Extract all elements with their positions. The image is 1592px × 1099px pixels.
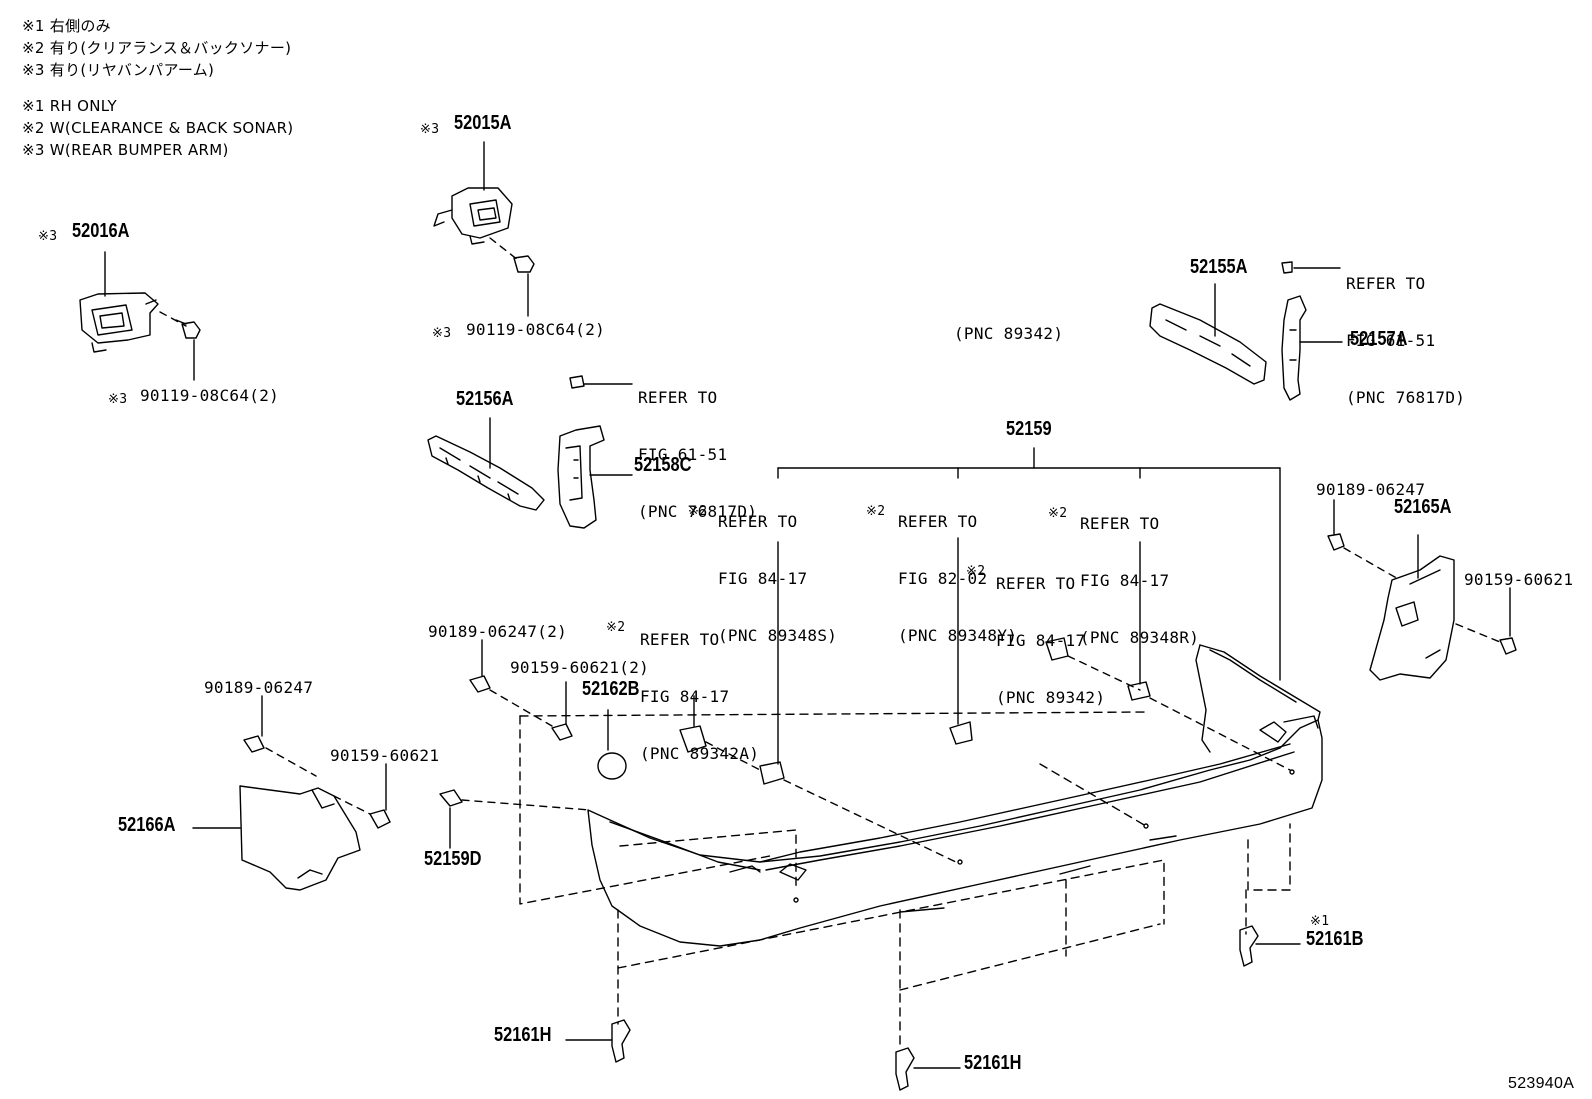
side-cover-right-part [1369,555,1455,681]
bolt-right-arm [513,255,535,273]
ref-line: (PNC 76817D) [638,502,758,521]
mark-3-52015A: ※3 [420,122,440,137]
part-90119-08C64-right[interactable]: 90119-08C64(2) [466,320,606,339]
part-52161H-left[interactable]: 52161H [494,1024,552,1046]
side-cover-left-part [239,785,361,891]
ref-sensor-89348S[interactable]: REFER TO FIG 84-17 (PNC 89348S) [718,474,837,664]
rear-bumper-cover [587,644,1323,947]
ref-line: (PNC 89348S) [718,626,838,645]
part-52016A[interactable]: 52016A [72,220,130,242]
ref-line: FIG 82-02 [898,569,988,588]
note-jp-3: ※3 有り(リヤバンパアーム) [22,61,215,79]
mark-3-bolt-right: ※3 [432,326,452,341]
ref-line: REFER TO [1346,274,1426,293]
part-90189-06247-left[interactable]: 90189-06247 [204,678,314,697]
ref-line: FIG 61-51 [638,445,728,464]
part-90189-06247-2[interactable]: 90189-06247(2) [428,622,568,641]
ref-line: (PNC 89348R) [1080,628,1200,647]
part-90119-08C64-left[interactable]: 90119-08C64(2) [140,386,280,405]
part-52156A[interactable]: 52156A [456,388,514,410]
note-en-3: ※3 W(REAR BUMPER ARM) [22,141,229,159]
part-90159-60621-right[interactable]: 90159-60621 [1464,570,1574,589]
part-52015A[interactable]: 52015A [454,112,512,134]
ref-line: FIG 84-17 [996,631,1086,650]
pnc-floating-label: (PNC 89342) [954,324,1064,343]
figure-id: 523940A [1508,1075,1575,1092]
part-52155A[interactable]: 52155A [1190,256,1248,278]
mark-3-bolt-left: ※3 [108,392,128,407]
side-retainer-right-part [1149,303,1267,385]
part-52161H-bottom[interactable]: 52161H [964,1052,1022,1074]
part-52158C[interactable]: 52158C [634,454,692,476]
ref-line: FIG 84-17 [640,687,730,706]
note-jp-1: ※1 右側のみ [22,17,111,35]
bumper-arm-right-part [433,187,513,245]
ref-line: FIG 84-17 [718,569,808,588]
part-52165A[interactable]: 52165A [1394,496,1452,518]
part-52162B[interactable]: 52162B [582,678,640,700]
ref-line: REFER TO [1080,514,1160,533]
mark-2-r5: ※2 [1048,506,1068,521]
part-90189-06247-right[interactable]: 90189-06247 [1316,480,1426,499]
ref-line: REFER TO [638,388,718,407]
ref-sensor-89342[interactable]: REFER TO FIG 84-17 (PNC 89342) [996,536,1105,726]
ref-line: REFER TO [898,512,978,531]
ref-line: REFER TO [718,512,798,531]
mark-2-r6: ※2 [966,564,986,579]
part-52161B[interactable]: 52161B [1306,928,1364,950]
ref-sensor-89342A[interactable]: REFER TO FIG 84-17 (PNC 89342A) [640,592,759,782]
bolt-left-arm [175,319,201,339]
part-52159[interactable]: 52159 [1006,418,1052,440]
part-52157A[interactable]: 52157A [1350,328,1408,350]
ref-line: (PNC 89342A) [640,744,760,763]
ref-line: FIG 61-51 [1346,331,1436,350]
ref-line: (PNC 89342) [996,688,1106,707]
ref-line: (PNC 76817D) [1346,388,1466,407]
ref-line: REFER TO [640,630,720,649]
ref-sensor-89348R[interactable]: REFER TO FIG 84-17 (PNC 89348R) [1080,476,1199,666]
note-en-1: ※1 RH ONLY [22,97,117,115]
part-52159D[interactable]: 52159D [424,848,482,870]
part-52166A[interactable]: 52166A [118,814,176,836]
support-bracket-left-part [557,425,605,529]
ref-line: (PNC 89348Y) [898,626,1018,645]
ref-clip-left[interactable]: REFER TO FIG 61-51 (PNC 76817D) [638,350,757,540]
mark-2-r7: ※2 [606,620,626,635]
note-jp-2: ※2 有り(クリアランス＆バックソナー) [22,39,292,57]
mark-2-r4: ※2 [866,504,886,519]
side-retainer-left-part [427,435,545,511]
support-bracket-right-part [1281,295,1307,401]
part-90159-60621-2[interactable]: 90159-60621(2) [510,658,650,677]
mark-3-52016A: ※3 [38,229,58,244]
ref-line: FIG 84-17 [1080,571,1170,590]
ref-clip-right[interactable]: REFER TO FIG 61-51 (PNC 76817D) [1346,236,1465,426]
note-en-2: ※2 W(CLEARANCE & BACK SONAR) [22,119,294,137]
bumper-arm-left-part [79,292,159,353]
ref-line: REFER TO [996,574,1076,593]
ref-sensor-89348Y[interactable]: REFER TO FIG 82-02 (PNC 89348Y) [898,474,1017,664]
mark-2-r3: ※2 [688,504,708,519]
part-90159-60621-left[interactable]: 90159-60621 [330,746,440,765]
mark-1-52161B: ※1 [1310,914,1330,929]
